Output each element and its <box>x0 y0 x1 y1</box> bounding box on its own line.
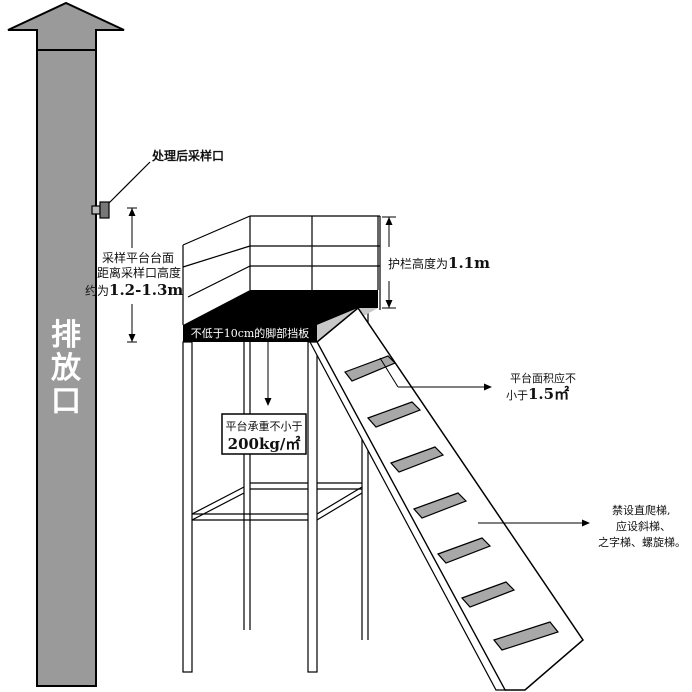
stair-step <box>389 446 445 473</box>
area-note-line2: 小于1.5㎡ <box>506 385 569 403</box>
platform-height-dimension: 采样平台台面 距离采样口高度 约为1.2-1.3m <box>85 207 183 343</box>
load-note-line1: 平台承重不小于 <box>226 419 303 433</box>
railing-height-value: 1.1m <box>448 254 490 272</box>
ladder-note-line1: 禁设直爬梯, <box>612 503 671 517</box>
stair-step <box>460 581 516 608</box>
toe-board-label: 不低于10cm的脚部挡板 <box>191 326 310 340</box>
stair-steps <box>344 355 560 651</box>
area-note-value: 1.5㎡ <box>528 385 569 403</box>
railing-height-note: 护栏高度为1.1m <box>388 254 490 272</box>
stack-cap <box>7 1 125 51</box>
stack-label-char-1: 排 <box>51 318 81 353</box>
sampling-port: 处理后采样口 <box>91 148 224 219</box>
stack-label-char-2: 放 <box>50 351 82 386</box>
ladder-note: 禁设直爬梯, 应设斜梯、 之字梯、螺旋梯。 <box>478 503 686 549</box>
sampling-port-leader <box>108 161 151 204</box>
platform-height-note-prefix: 约为 <box>85 283 109 298</box>
exhaust-stack: 排 放 口 <box>7 1 125 687</box>
sampling-port-pipe <box>91 205 101 215</box>
platform-structure <box>182 295 369 673</box>
ladder-note-line3: 之字梯、螺旋梯。 <box>598 535 686 549</box>
railing-height-prefix: 护栏高度为 <box>388 256 448 271</box>
platform-height-note-value: 1.2-1.3m <box>109 281 183 299</box>
load-note-line2: 200kg/㎡ <box>228 435 301 453</box>
sampling-port-flange <box>99 201 110 219</box>
area-note-line1: 平台面积应不 <box>510 371 576 385</box>
ladder-note-line2: 应设斜梯、 <box>616 519 671 533</box>
stair-step <box>366 401 422 428</box>
platform-height-note-line2: 距离采样口高度 <box>97 265 181 280</box>
stack-body <box>36 49 97 687</box>
guard-railing <box>182 215 381 325</box>
inclined-stair <box>308 306 584 691</box>
stair-step <box>412 492 468 519</box>
toe-board <box>183 325 317 342</box>
load-note: 平台承重不小于 200kg/㎡ <box>221 342 307 455</box>
area-note: 平台面积应不 小于1.5㎡ <box>379 357 576 403</box>
stair-step <box>492 621 560 651</box>
platform-height-note-line1: 采样平台台面 <box>102 250 174 265</box>
stack-label-char-3: 口 <box>51 384 81 419</box>
load-note-box <box>221 413 307 455</box>
area-note-prefix: 小于 <box>506 389 528 402</box>
platform-height-note-line3: 约为1.2-1.3m <box>85 281 183 299</box>
sampling-port-label: 处理后采样口 <box>151 148 224 163</box>
railing-height-dimension: 护栏高度为1.1m <box>382 216 490 309</box>
stair-step <box>436 537 492 564</box>
